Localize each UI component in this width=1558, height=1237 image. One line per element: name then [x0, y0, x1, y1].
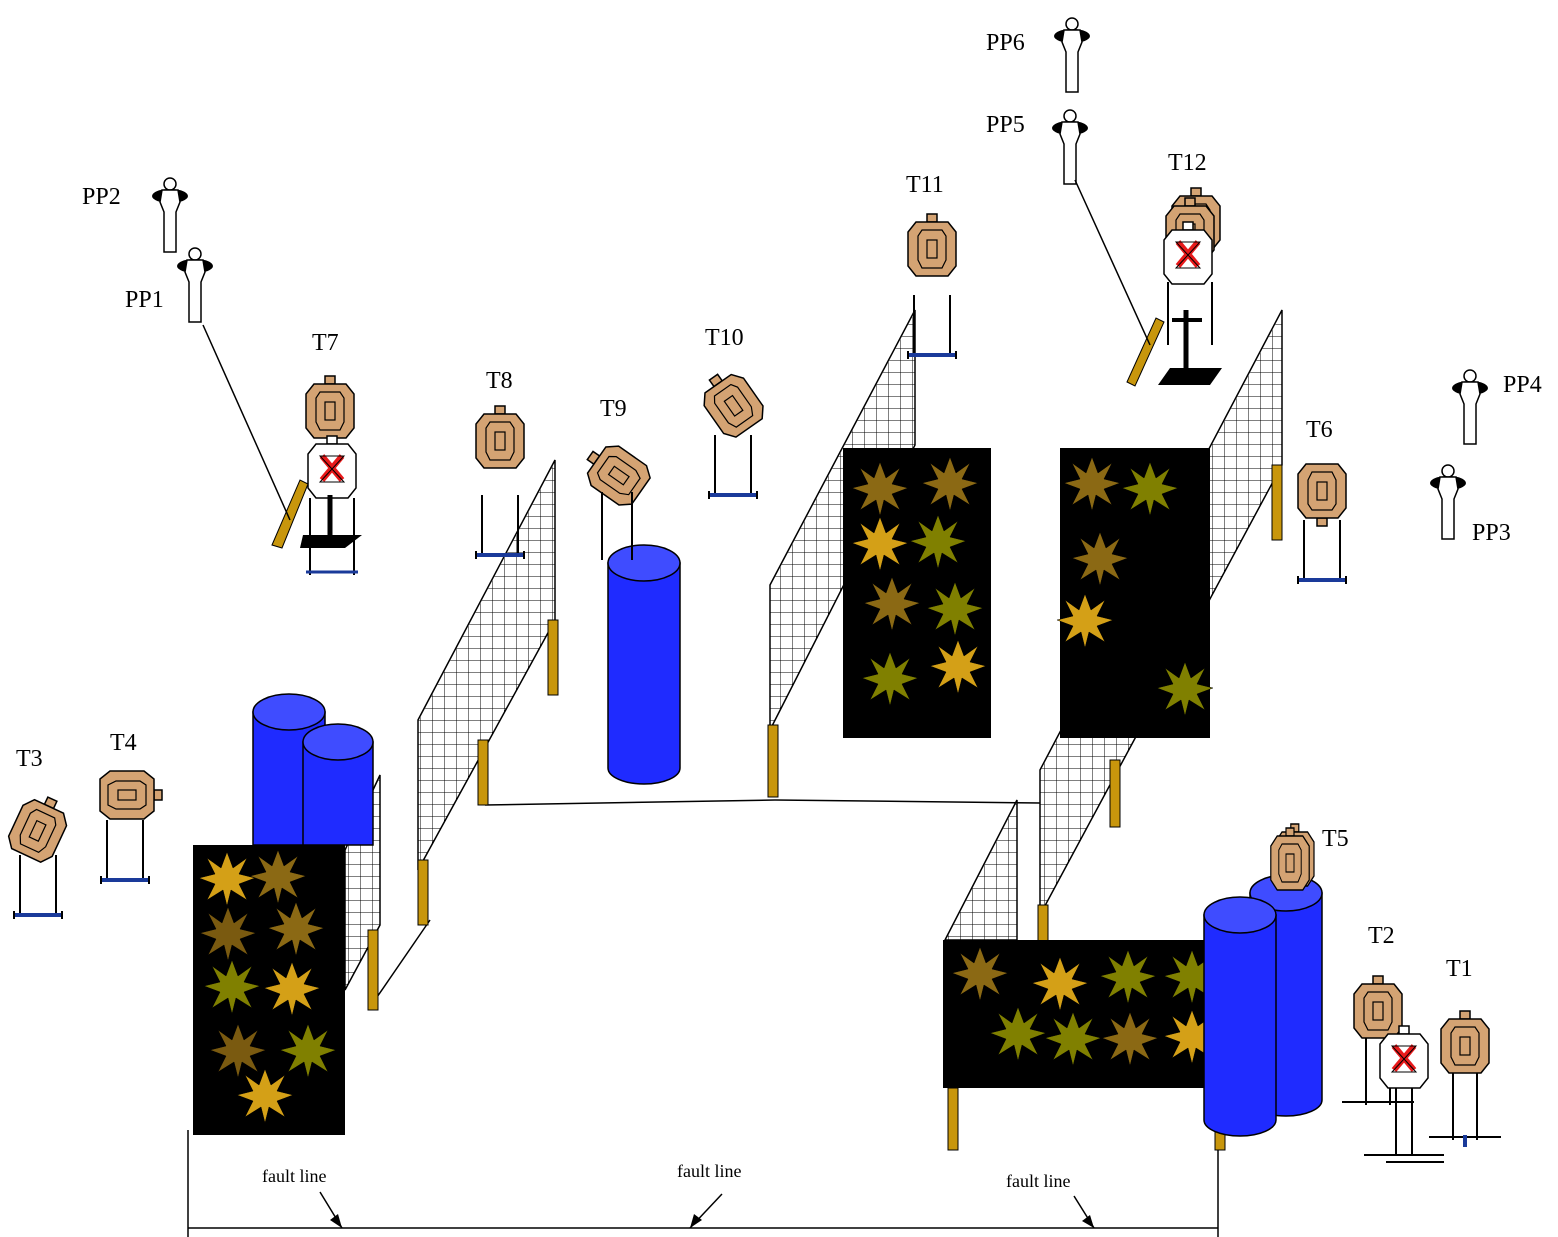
label-pp6: PP6	[986, 30, 1025, 56]
label-pp4: PP4	[1503, 372, 1542, 398]
label-t4: T4	[110, 730, 137, 756]
target-t9	[575, 435, 656, 560]
target-t4	[99, 770, 163, 886]
popper-pp1	[176, 247, 214, 323]
label-t6: T6	[1306, 417, 1333, 443]
floor-lines	[187, 799, 1219, 1237]
fault-line-label-left: fault line	[262, 1166, 326, 1186]
label-t2: T2	[1368, 923, 1395, 949]
label-pp2: PP2	[82, 184, 121, 210]
label-t10: T10	[705, 325, 744, 351]
target-t7	[271, 375, 362, 575]
fault-line-label-center: fault line	[677, 1161, 741, 1181]
barrels-left	[252, 693, 374, 846]
label-t5: T5	[1322, 826, 1349, 852]
target-t10	[693, 362, 770, 501]
label-t8: T8	[486, 368, 513, 394]
wall-left	[193, 845, 345, 1135]
popper-pp5	[1051, 109, 1089, 185]
wall-right-upper	[1056, 448, 1214, 738]
center-fence	[767, 309, 916, 798]
label-t12: T12	[1168, 150, 1207, 176]
popper-pp3	[1429, 464, 1467, 540]
label-t1: T1	[1446, 956, 1473, 982]
popper-pp4	[1451, 369, 1489, 445]
label-pp3: PP3	[1472, 520, 1511, 546]
cable-pp1-t7	[202, 324, 291, 521]
label-t9: T9	[600, 396, 627, 422]
target-t3	[3, 788, 75, 921]
barrel-center	[607, 544, 681, 785]
popper-pp2	[151, 177, 189, 253]
label-t3: T3	[16, 746, 43, 772]
cable-pp5-t12	[1074, 179, 1151, 346]
target-t5	[1270, 823, 1315, 891]
label-t7: T7	[312, 330, 339, 356]
wall-center	[843, 448, 991, 738]
left-center-fence	[417, 459, 559, 926]
label-t11: T11	[906, 172, 944, 198]
barrels-right	[1203, 874, 1323, 1137]
label-pp5: PP5	[986, 112, 1025, 138]
target-t12	[1126, 187, 1222, 387]
label-pp1: PP1	[125, 287, 164, 313]
target-t1	[1429, 1010, 1501, 1147]
target-t6	[1296, 463, 1348, 586]
no-shoot-t2	[1364, 1026, 1444, 1163]
popper-pp6	[1053, 17, 1091, 93]
wall-right-lower	[943, 940, 1230, 1151]
fault-line-label-right: fault line	[1006, 1171, 1070, 1191]
